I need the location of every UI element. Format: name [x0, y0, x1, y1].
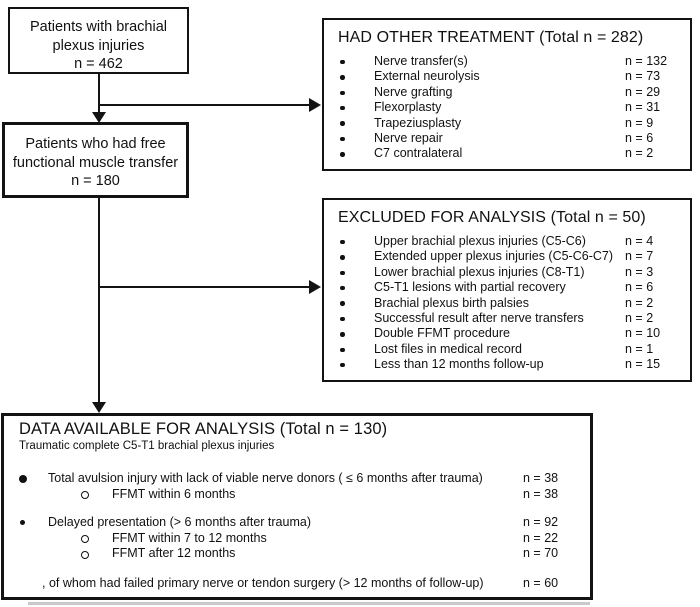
list-item: Total avulsion injury with lack of viabl…: [19, 471, 590, 487]
item-count: n = 1: [625, 341, 654, 356]
box-data-available: DATA AVAILABLE FOR ANALYSIS (Total n = 1…: [1, 413, 593, 600]
item-label: Brachial plexus birth palsies: [374, 295, 529, 310]
list-item: FFMT within 7 to 12 months n = 22: [19, 531, 590, 547]
scan-artifact: [28, 602, 590, 605]
box-patients-total: Patients with brachial plexus injuries n…: [8, 7, 189, 74]
list-item: Brachial plexus birth palsies n = 2: [338, 296, 686, 311]
item-label: Nerve transfer(s): [374, 54, 468, 68]
item-label: Total avulsion injury with lack of viabl…: [48, 471, 483, 485]
item-count: n = 4: [625, 234, 654, 248]
item-count: n = 22: [523, 530, 559, 545]
list-item: , of whom had failed primary nerve or te…: [19, 576, 590, 592]
item-count: n = 6: [625, 280, 654, 295]
item-label: FFMT within 6 months: [112, 486, 236, 501]
list-item: FFMT within 6 months n = 38: [19, 487, 590, 503]
item-count: n = 2: [625, 295, 654, 310]
list-item: Lower brachial plexus injuries (C8-T1) n …: [338, 265, 686, 280]
item-label: C7 contralateral: [374, 146, 463, 161]
list-item: C7 contralateral n = 2: [338, 146, 686, 161]
box-excluded: EXCLUDED FOR ANALYSIS (Total n = 50) Upp…: [322, 198, 692, 382]
item-label: , of whom had failed primary nerve or te…: [42, 575, 484, 590]
list-item: Flexorplasty n = 31: [338, 100, 686, 115]
item-label: Lost files in medical record: [374, 341, 522, 356]
item-label: Double FFMT procedure: [374, 326, 510, 341]
list-item: Nerve repair n = 6: [338, 131, 686, 146]
list-item: Delayed presentation (> 6 months after t…: [19, 515, 590, 531]
section-subtitle: Traumatic complete C5-T1 brachial plexus…: [19, 440, 275, 452]
item-count: n = 15: [625, 357, 661, 372]
spacer: [19, 502, 590, 515]
box-label: Patients with brachial plexus injuries: [29, 19, 167, 54]
list-item: Successful result after nerve transfers n…: [338, 311, 686, 326]
item-label: Flexorplasty: [374, 100, 442, 115]
list-item: Trapeziusplasty n = 9: [338, 116, 686, 131]
box-count: n = 180: [71, 173, 120, 190]
list-item: Nerve grafting n = 29: [338, 85, 686, 100]
list-item: FFMT after 12 months n = 70: [19, 546, 590, 562]
item-count: n = 70: [523, 546, 559, 561]
item-count: n = 73: [625, 69, 661, 84]
item-count: n = 2: [625, 146, 654, 161]
item-count: n = 3: [625, 264, 654, 279]
item-label: Successful result after nerve transfers: [374, 311, 584, 326]
item-label: External neurolysis: [374, 69, 480, 84]
item-label: Extended upper plexus injuries (C5-C6-C7…: [374, 249, 614, 264]
box-other-treatment: HAD OTHER TREATMENT (Total n = 282) Nerv…: [322, 18, 692, 171]
list-item: External neurolysis n = 73: [338, 69, 686, 84]
section-title: EXCLUDED FOR ANALYSIS (Total n = 50): [338, 209, 646, 226]
section-title: HAD OTHER TREATMENT (Total n = 282): [338, 29, 644, 46]
arrowhead-down-icon: [92, 402, 106, 413]
item-count: n = 92: [523, 515, 559, 530]
item-count: n = 2: [625, 311, 654, 326]
list-item: Double FFMT procedure n = 10: [338, 326, 686, 341]
list-item: Less than 12 months follow-up n = 15: [338, 357, 686, 372]
list-item: C5-T1 lesions with partial recovery n = 6: [338, 280, 686, 295]
list-item: Lost files in medical record n = 1: [338, 342, 686, 357]
connector-vertical-1: [98, 74, 100, 114]
list-item: Upper brachial plexus injuries (C5-C6) n …: [338, 234, 686, 249]
item-label: Nerve grafting: [374, 84, 453, 99]
item-count: n = 6: [625, 131, 654, 146]
item-label: Less than 12 months follow-up: [374, 357, 544, 372]
box-label: Patients who had free functional muscle …: [12, 136, 179, 171]
item-label: FFMT within 7 to 12 months: [112, 530, 267, 545]
arrowhead-down-icon: [92, 112, 106, 123]
connector-horizontal-2: [98, 286, 310, 288]
connector-horizontal-1: [98, 104, 310, 106]
list-item: Extended upper plexus injuries (C5-C6-C7…: [338, 249, 686, 264]
item-label: Lower brachial plexus injuries (C8-T1): [374, 264, 585, 279]
spacer: [19, 453, 590, 471]
item-count: n = 38: [523, 486, 559, 501]
item-label: FFMT after 12 months: [112, 546, 236, 561]
box-count: n = 462: [74, 56, 123, 73]
item-count: n = 10: [625, 326, 661, 341]
list-item: Nerve transfer(s) n = 132: [338, 54, 686, 69]
item-count: n = 31: [625, 100, 661, 115]
item-label: Trapeziusplasty: [374, 115, 462, 130]
box-ffmt-patients: Patients who had free functional muscle …: [2, 122, 189, 198]
connector-vertical-2: [98, 197, 100, 403]
spacer: [19, 562, 590, 576]
item-label: C5-T1 lesions with partial recovery: [374, 280, 566, 295]
arrowhead-right-icon: [309, 280, 321, 294]
item-count: n = 132: [625, 54, 668, 68]
arrowhead-right-icon: [309, 98, 321, 112]
section-title: DATA AVAILABLE FOR ANALYSIS (Total n = 1…: [19, 420, 388, 438]
item-count: n = 60: [523, 575, 559, 590]
item-count: n = 7: [625, 249, 654, 264]
item-label: Delayed presentation (> 6 months after t…: [48, 515, 311, 530]
item-count: n = 29: [625, 84, 661, 99]
item-label: Nerve repair: [374, 131, 443, 146]
item-count: n = 9: [625, 115, 654, 130]
item-label: Upper brachial plexus injuries (C5-C6): [374, 234, 586, 248]
item-count: n = 38: [523, 471, 559, 485]
